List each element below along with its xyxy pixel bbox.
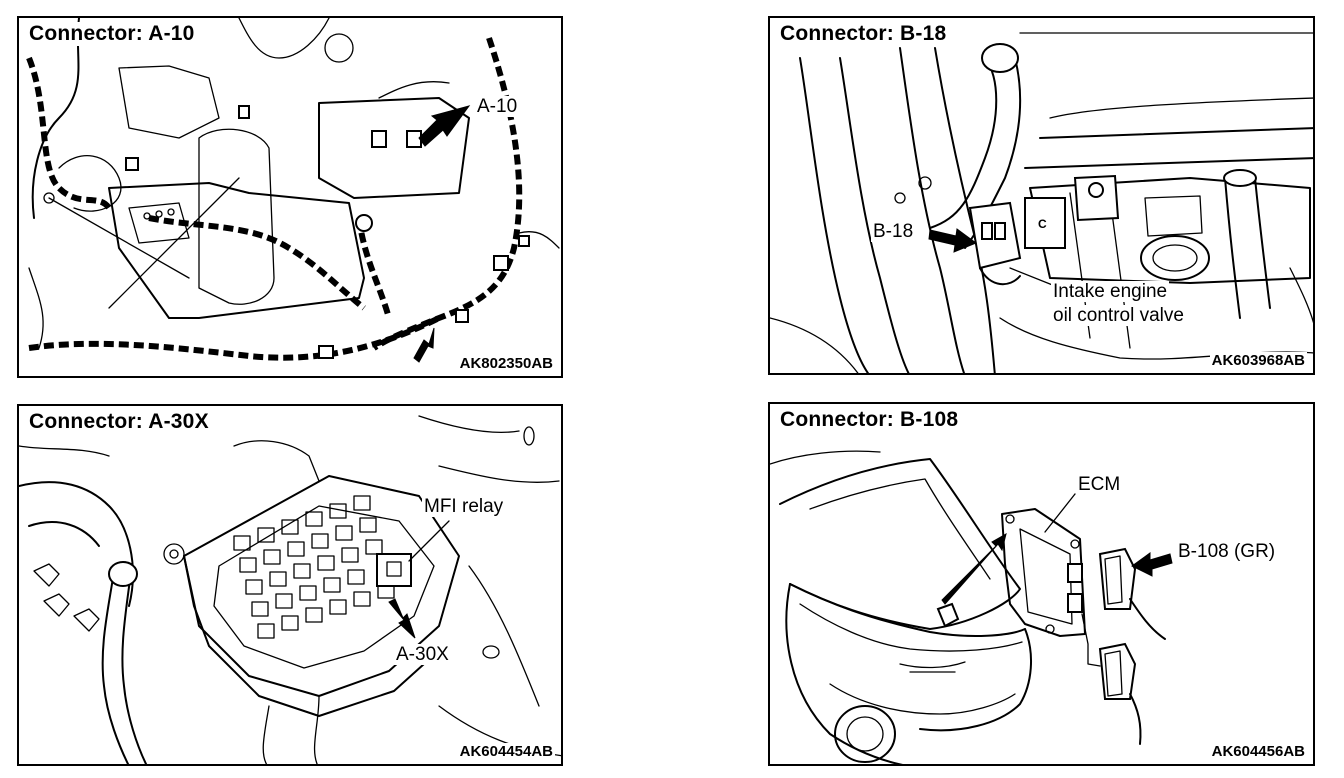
- fuse-slot: [305, 511, 323, 527]
- fuse-slot: [287, 541, 305, 557]
- fuse-slot: [275, 593, 293, 609]
- figure-code: AK802350AB: [457, 355, 555, 372]
- fuse-slot: [341, 547, 359, 563]
- panel-title: Connector: A-30X: [27, 410, 211, 434]
- panel-connector-a10: Connector: A-10 A-10 AK802350AB: [17, 16, 563, 378]
- callout-label: ECM: [1076, 474, 1123, 495]
- fuse-slot: [263, 549, 281, 565]
- callout-label: oil control valve: [1051, 305, 1186, 326]
- svg-text:C: C: [1038, 217, 1047, 231]
- fuse-slot: [323, 577, 341, 593]
- fuse-slot: [353, 495, 371, 511]
- fuse-slot: [281, 519, 299, 535]
- figure-code: AK604454AB: [457, 743, 555, 760]
- fuse-slot: [257, 527, 275, 543]
- fuse-slot: [293, 563, 311, 579]
- fuse-slot: [347, 569, 365, 585]
- callout-label: MFI relay: [422, 496, 506, 517]
- fuse-slot: [299, 585, 317, 601]
- panel-connector-b108: Connector: B-108 ECM B-108 (GR) AK604456…: [768, 402, 1315, 766]
- fuse-slot: [317, 555, 335, 571]
- a30x-illustration: [19, 415, 561, 764]
- fuse-slot: [257, 623, 275, 639]
- panel-title: Connector: B-108: [778, 408, 961, 432]
- figure-code: AK603968AB: [1209, 352, 1307, 369]
- fuse-slot: [353, 591, 371, 607]
- panel-connector-b18: C Connector: B-18 B-18 Intake engine oil…: [768, 16, 1315, 375]
- fuse-slot: [329, 503, 347, 519]
- panel-title: Connector: A-10: [27, 22, 197, 46]
- fuse-slot: [233, 535, 251, 551]
- a10-illustration: [26, 18, 560, 363]
- panel-connector-a30x: Connector: A-30X MFI relay A-30X AK60445…: [17, 404, 563, 766]
- fuse-slot: [281, 615, 299, 631]
- fuse-slot: [311, 533, 329, 549]
- fuse-slot: [269, 571, 287, 587]
- b108-illustration: [770, 450, 1173, 764]
- callout-label: B-108 (GR): [1176, 541, 1278, 562]
- fuse-slot: [359, 517, 377, 533]
- figure-code: AK604456AB: [1209, 743, 1307, 760]
- panel-title: Connector: B-18: [778, 22, 949, 46]
- callout-label: A-10: [475, 96, 520, 117]
- callout-label: B-18: [871, 221, 916, 242]
- callout-label: Intake engine: [1051, 281, 1170, 302]
- b18-illustration: C: [770, 32, 1313, 373]
- fuse-slot: [251, 601, 269, 617]
- callout-label: A-30X: [394, 644, 451, 665]
- fuse-slot: [335, 525, 353, 541]
- fuse-slot: [239, 557, 257, 573]
- fuse-slot: [245, 579, 263, 595]
- fuse-slot: [365, 539, 383, 555]
- fuse-slot: [329, 599, 347, 615]
- fuse-slot: [305, 607, 323, 623]
